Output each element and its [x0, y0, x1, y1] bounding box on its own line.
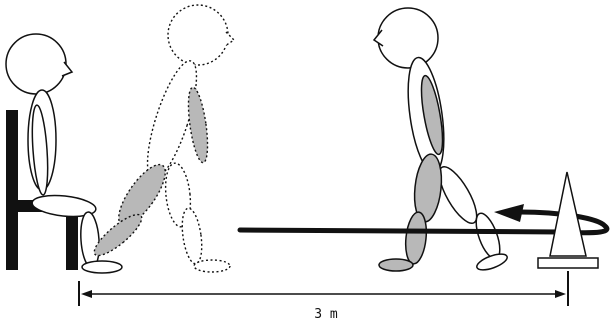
- distance-dimension: 3 m: [79, 271, 568, 322]
- head: [378, 8, 438, 68]
- head: [168, 5, 228, 65]
- standing-up-person-dotted-icon: [89, 5, 234, 272]
- distance-label: 3 m: [314, 307, 338, 322]
- head: [6, 34, 66, 94]
